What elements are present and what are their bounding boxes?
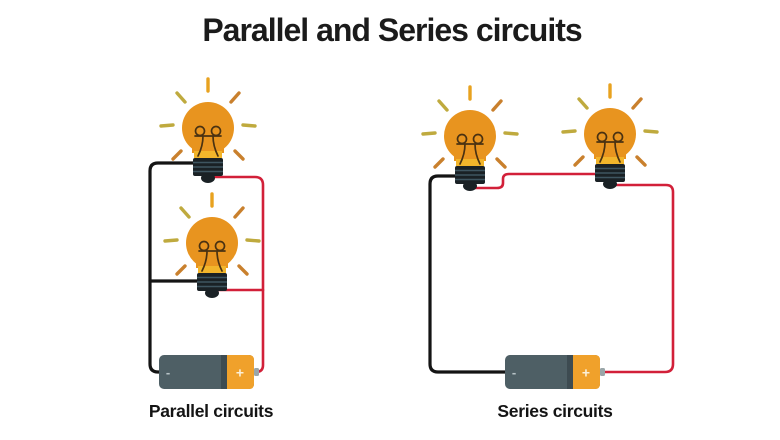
parallel-circuit: - + Parallel circuits: [148, 77, 274, 421]
battery-minus-label: -: [166, 365, 170, 380]
series-circuit: - + Series circuits: [421, 83, 675, 421]
red-wire: [204, 175, 265, 374]
battery-plus-label: +: [582, 365, 590, 381]
battery-plus-label: +: [236, 365, 244, 381]
parallel-circuit-label: Parallel circuits: [149, 401, 274, 421]
black-wire: [428, 174, 508, 374]
black-wire: [148, 161, 196, 374]
battery-cap: [227, 355, 254, 389]
battery-band: [567, 355, 574, 389]
page-title: Parallel and Series circuits: [202, 12, 582, 48]
battery-terminal-nub: [254, 368, 259, 376]
battery-terminal-nub: [600, 368, 605, 376]
red-wire: [601, 183, 675, 374]
battery-band: [221, 355, 228, 389]
series-circuit-label: Series circuits: [497, 401, 613, 421]
bulb-icon: [159, 77, 257, 185]
battery-cap: [573, 355, 600, 389]
battery-icon: - +: [159, 355, 259, 389]
red-wire-link: [472, 172, 598, 190]
battery-icon: - +: [505, 355, 605, 389]
battery-minus-label: -: [512, 365, 516, 380]
